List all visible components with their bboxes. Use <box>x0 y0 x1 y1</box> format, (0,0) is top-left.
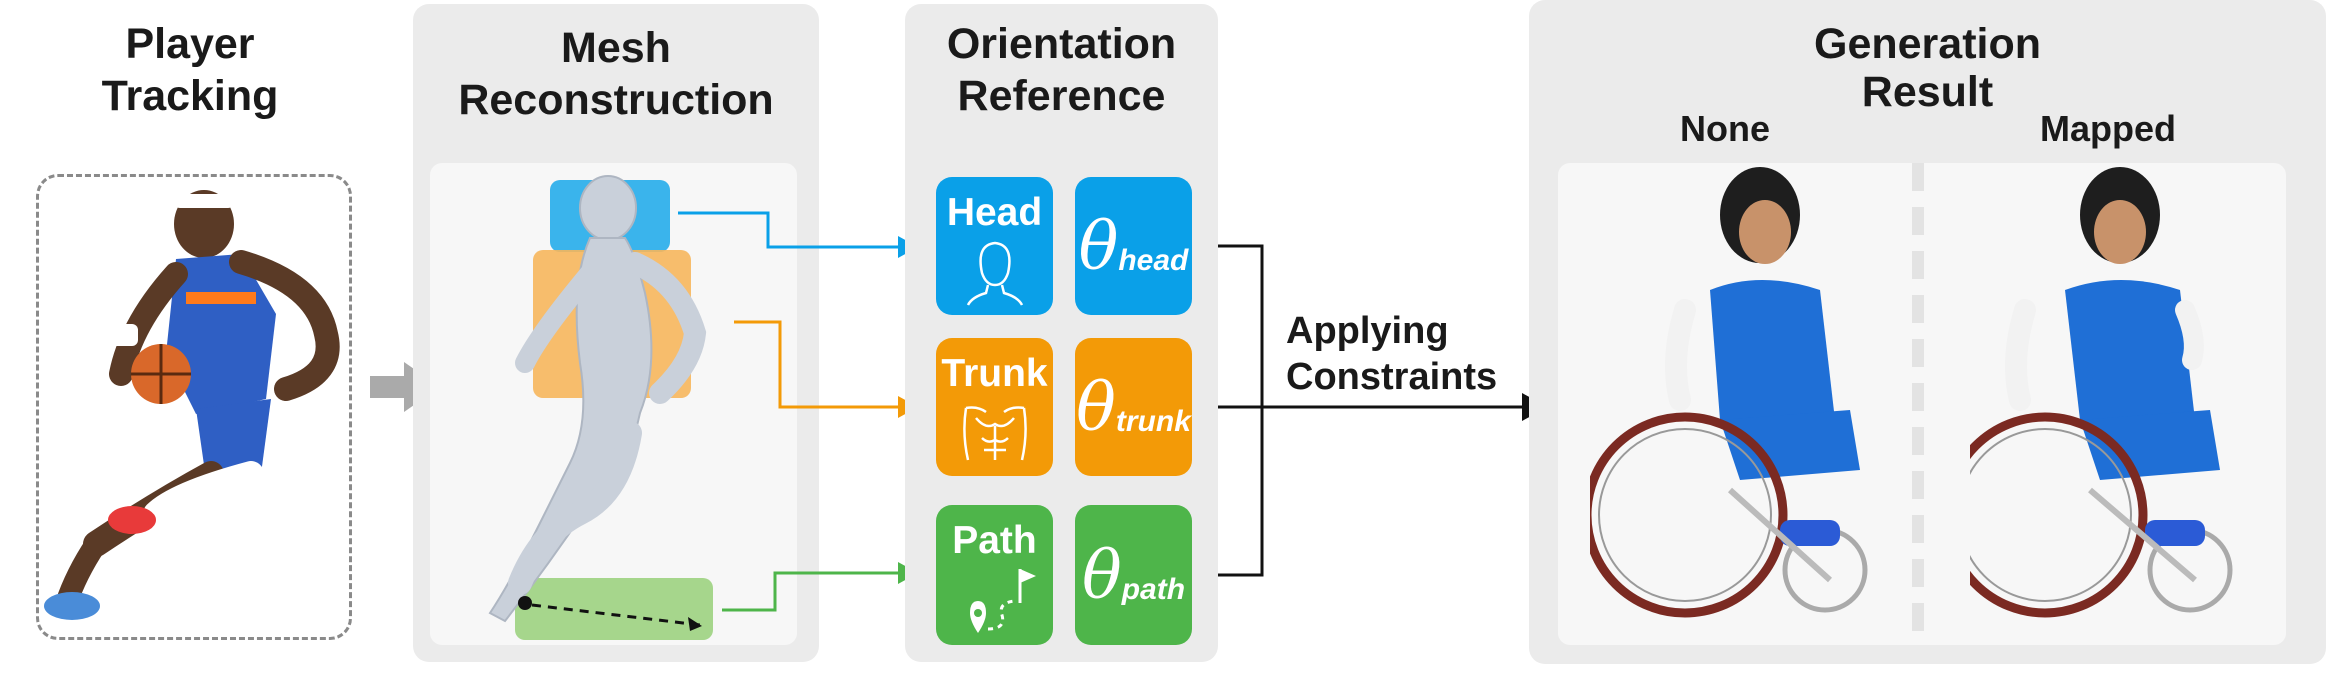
result-none-label: None <box>1680 108 1770 149</box>
generation-title-line2: Result <box>1861 68 1994 116</box>
orientation-title: Orientation Reference <box>905 18 1218 122</box>
tracking-title-line2: Tracking <box>101 72 279 120</box>
orientation-title-line1: Orientation <box>946 20 1177 68</box>
applying-constraints-line2: Constraints <box>1286 356 1498 398</box>
player-figure <box>44 190 340 620</box>
theta-trunk-symbol: θ <box>1076 368 1116 446</box>
avatar-none <box>1590 167 1868 618</box>
theta-trunk-subscript: trunk <box>1115 405 1191 438</box>
head-tile-label: Head <box>946 191 1043 234</box>
path-region-highlight <box>515 578 713 640</box>
trunk-tile: Trunk <box>936 338 1053 476</box>
body-mesh <box>488 175 707 631</box>
theta-head-subscript: head <box>1118 244 1189 277</box>
head-outline-icon <box>966 241 1024 306</box>
result-divider <box>1912 163 1924 645</box>
path-tile-label: Path <box>952 519 1037 562</box>
tracking-title-line1: Player <box>125 20 255 68</box>
mesh-title-line1: Mesh <box>561 24 671 72</box>
generation-title: Generation Result <box>1529 20 2326 116</box>
path-tile: Path <box>936 505 1053 645</box>
mesh-title: Mesh Reconstruction <box>413 22 819 126</box>
theta-head-symbol: θ <box>1078 207 1119 285</box>
applying-constraints-label: Applying Constraints <box>1286 308 1497 400</box>
mesh-title-line2: Reconstruction <box>458 76 774 124</box>
trunk-tile-label: Trunk <box>941 352 1048 395</box>
result-mapped-label: Mapped <box>2040 108 2177 149</box>
avatar-mapped <box>1970 167 2233 618</box>
path-flag-icon <box>970 569 1036 633</box>
generation-title-line1: Generation <box>1814 20 2041 68</box>
tracking-title: Player Tracking <box>60 18 320 122</box>
orientation-title-line2: Reference <box>957 72 1166 120</box>
head-tile: Head <box>936 177 1053 315</box>
tracking-frame <box>36 174 352 640</box>
applying-constraints-line1: Applying <box>1286 310 1449 352</box>
theta-path-symbol: θ <box>1081 536 1122 614</box>
torso-outline-icon <box>963 406 1027 461</box>
theta-path-subscript: path <box>1121 573 1186 606</box>
